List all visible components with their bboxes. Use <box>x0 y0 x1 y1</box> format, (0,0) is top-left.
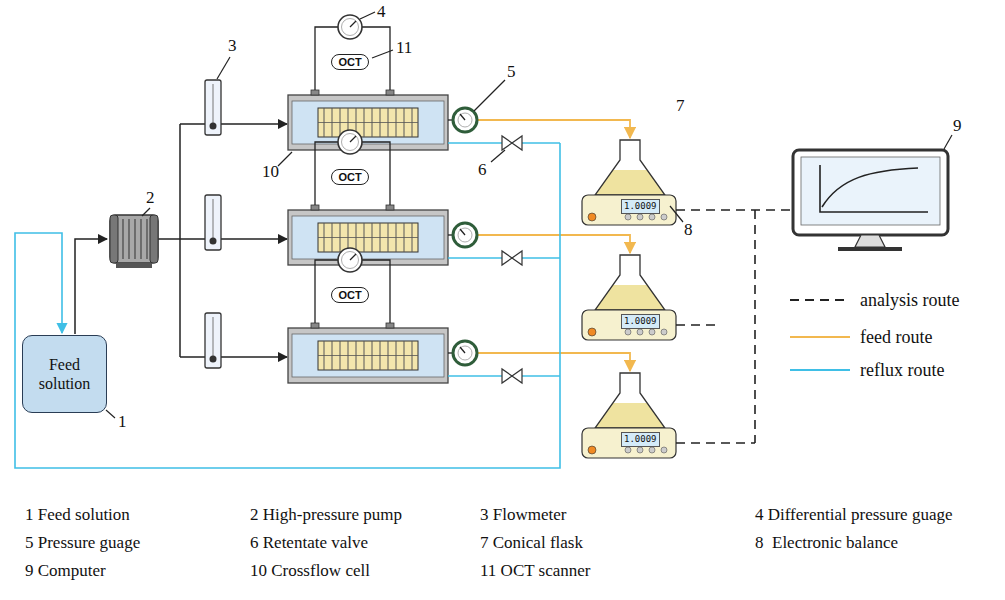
parts-list-item: 1 Feed solution <box>25 505 130 525</box>
callout-number: 4 <box>377 2 386 22</box>
callout-number: 3 <box>228 36 237 56</box>
node-text: 1.0009 <box>624 434 657 445</box>
legend-sample <box>790 369 850 371</box>
legend-sample <box>790 336 850 338</box>
callout-number: 8 <box>684 220 693 240</box>
oct-scanner-box: OCT <box>331 169 368 185</box>
parts-list-item: 7 Conical flask <box>480 533 583 553</box>
callout-number: 6 <box>478 160 487 180</box>
callout-number: 1 <box>118 412 127 432</box>
callout-number: 10 <box>262 162 279 182</box>
legend-text: feed route <box>860 326 932 348</box>
parts-list-item: 9 Computer <box>25 561 106 581</box>
balance-display: 1.0009 <box>621 199 660 214</box>
parts-list-item: 2 High-pressure pump <box>250 505 402 525</box>
parts-list-item: 10 Crossflow cell <box>250 561 370 581</box>
tank-box: Feed solution <box>22 335 107 413</box>
parts-list-item: 6 Retentate valve <box>250 533 368 553</box>
node-text: 1.0009 <box>624 316 657 327</box>
callout-number: 9 <box>953 116 962 136</box>
parts-list-item: 4 Differential pressure guage <box>755 505 952 525</box>
balance-display: 1.0009 <box>621 432 660 447</box>
parts-list-item: 8 Electronic balance <box>755 533 898 553</box>
oct-scanner-box: OCT <box>331 287 368 303</box>
node-text: 1.0009 <box>624 201 657 212</box>
parts-list-item: 5 Pressure guage <box>25 533 140 553</box>
node-text: Feed solution <box>27 355 102 393</box>
oct-scanner-box: OCT <box>331 54 368 70</box>
legend-text: reflux route <box>860 359 944 381</box>
callout-number: 11 <box>396 38 412 58</box>
callout-number: 5 <box>507 62 516 82</box>
node-text: OCT <box>338 56 361 68</box>
parts-list-item: 11 OCT scanner <box>480 561 590 581</box>
parts-list-item: 3 Flowmeter <box>480 505 566 525</box>
legend-sample <box>790 299 850 301</box>
balance-display: 1.0009 <box>621 314 660 329</box>
legend-text: analysis route <box>860 289 959 311</box>
node-text: OCT <box>338 171 361 183</box>
callout-number: 7 <box>676 96 685 116</box>
callout-number: 2 <box>146 188 155 208</box>
node-text: OCT <box>338 289 361 301</box>
